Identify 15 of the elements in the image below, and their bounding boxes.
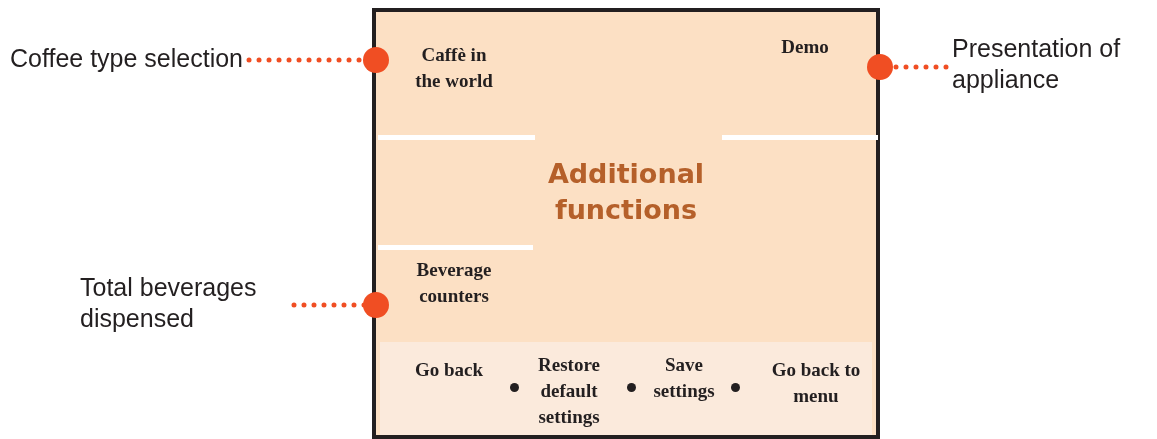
menu-option: Beverage counters xyxy=(376,257,532,317)
callout-text: Total beverages dispensed xyxy=(80,272,288,338)
leader-line xyxy=(291,292,389,318)
menu-option: Go back to menu xyxy=(761,357,871,427)
leader-line xyxy=(867,54,949,80)
screen-title: Additional functions xyxy=(546,157,706,227)
leader-line xyxy=(246,47,389,73)
display-screen xyxy=(372,8,880,439)
menu-option: Caffè in the world xyxy=(376,42,532,130)
callout-text: Presentation of appliance xyxy=(952,33,1152,101)
callout-text: Coffee type selection xyxy=(10,43,244,77)
menu-option: Go back xyxy=(404,357,494,397)
menu-option: Restore default settings xyxy=(519,352,619,439)
menu-option: Demo xyxy=(730,34,880,89)
menu-option: Save settings xyxy=(639,352,729,422)
